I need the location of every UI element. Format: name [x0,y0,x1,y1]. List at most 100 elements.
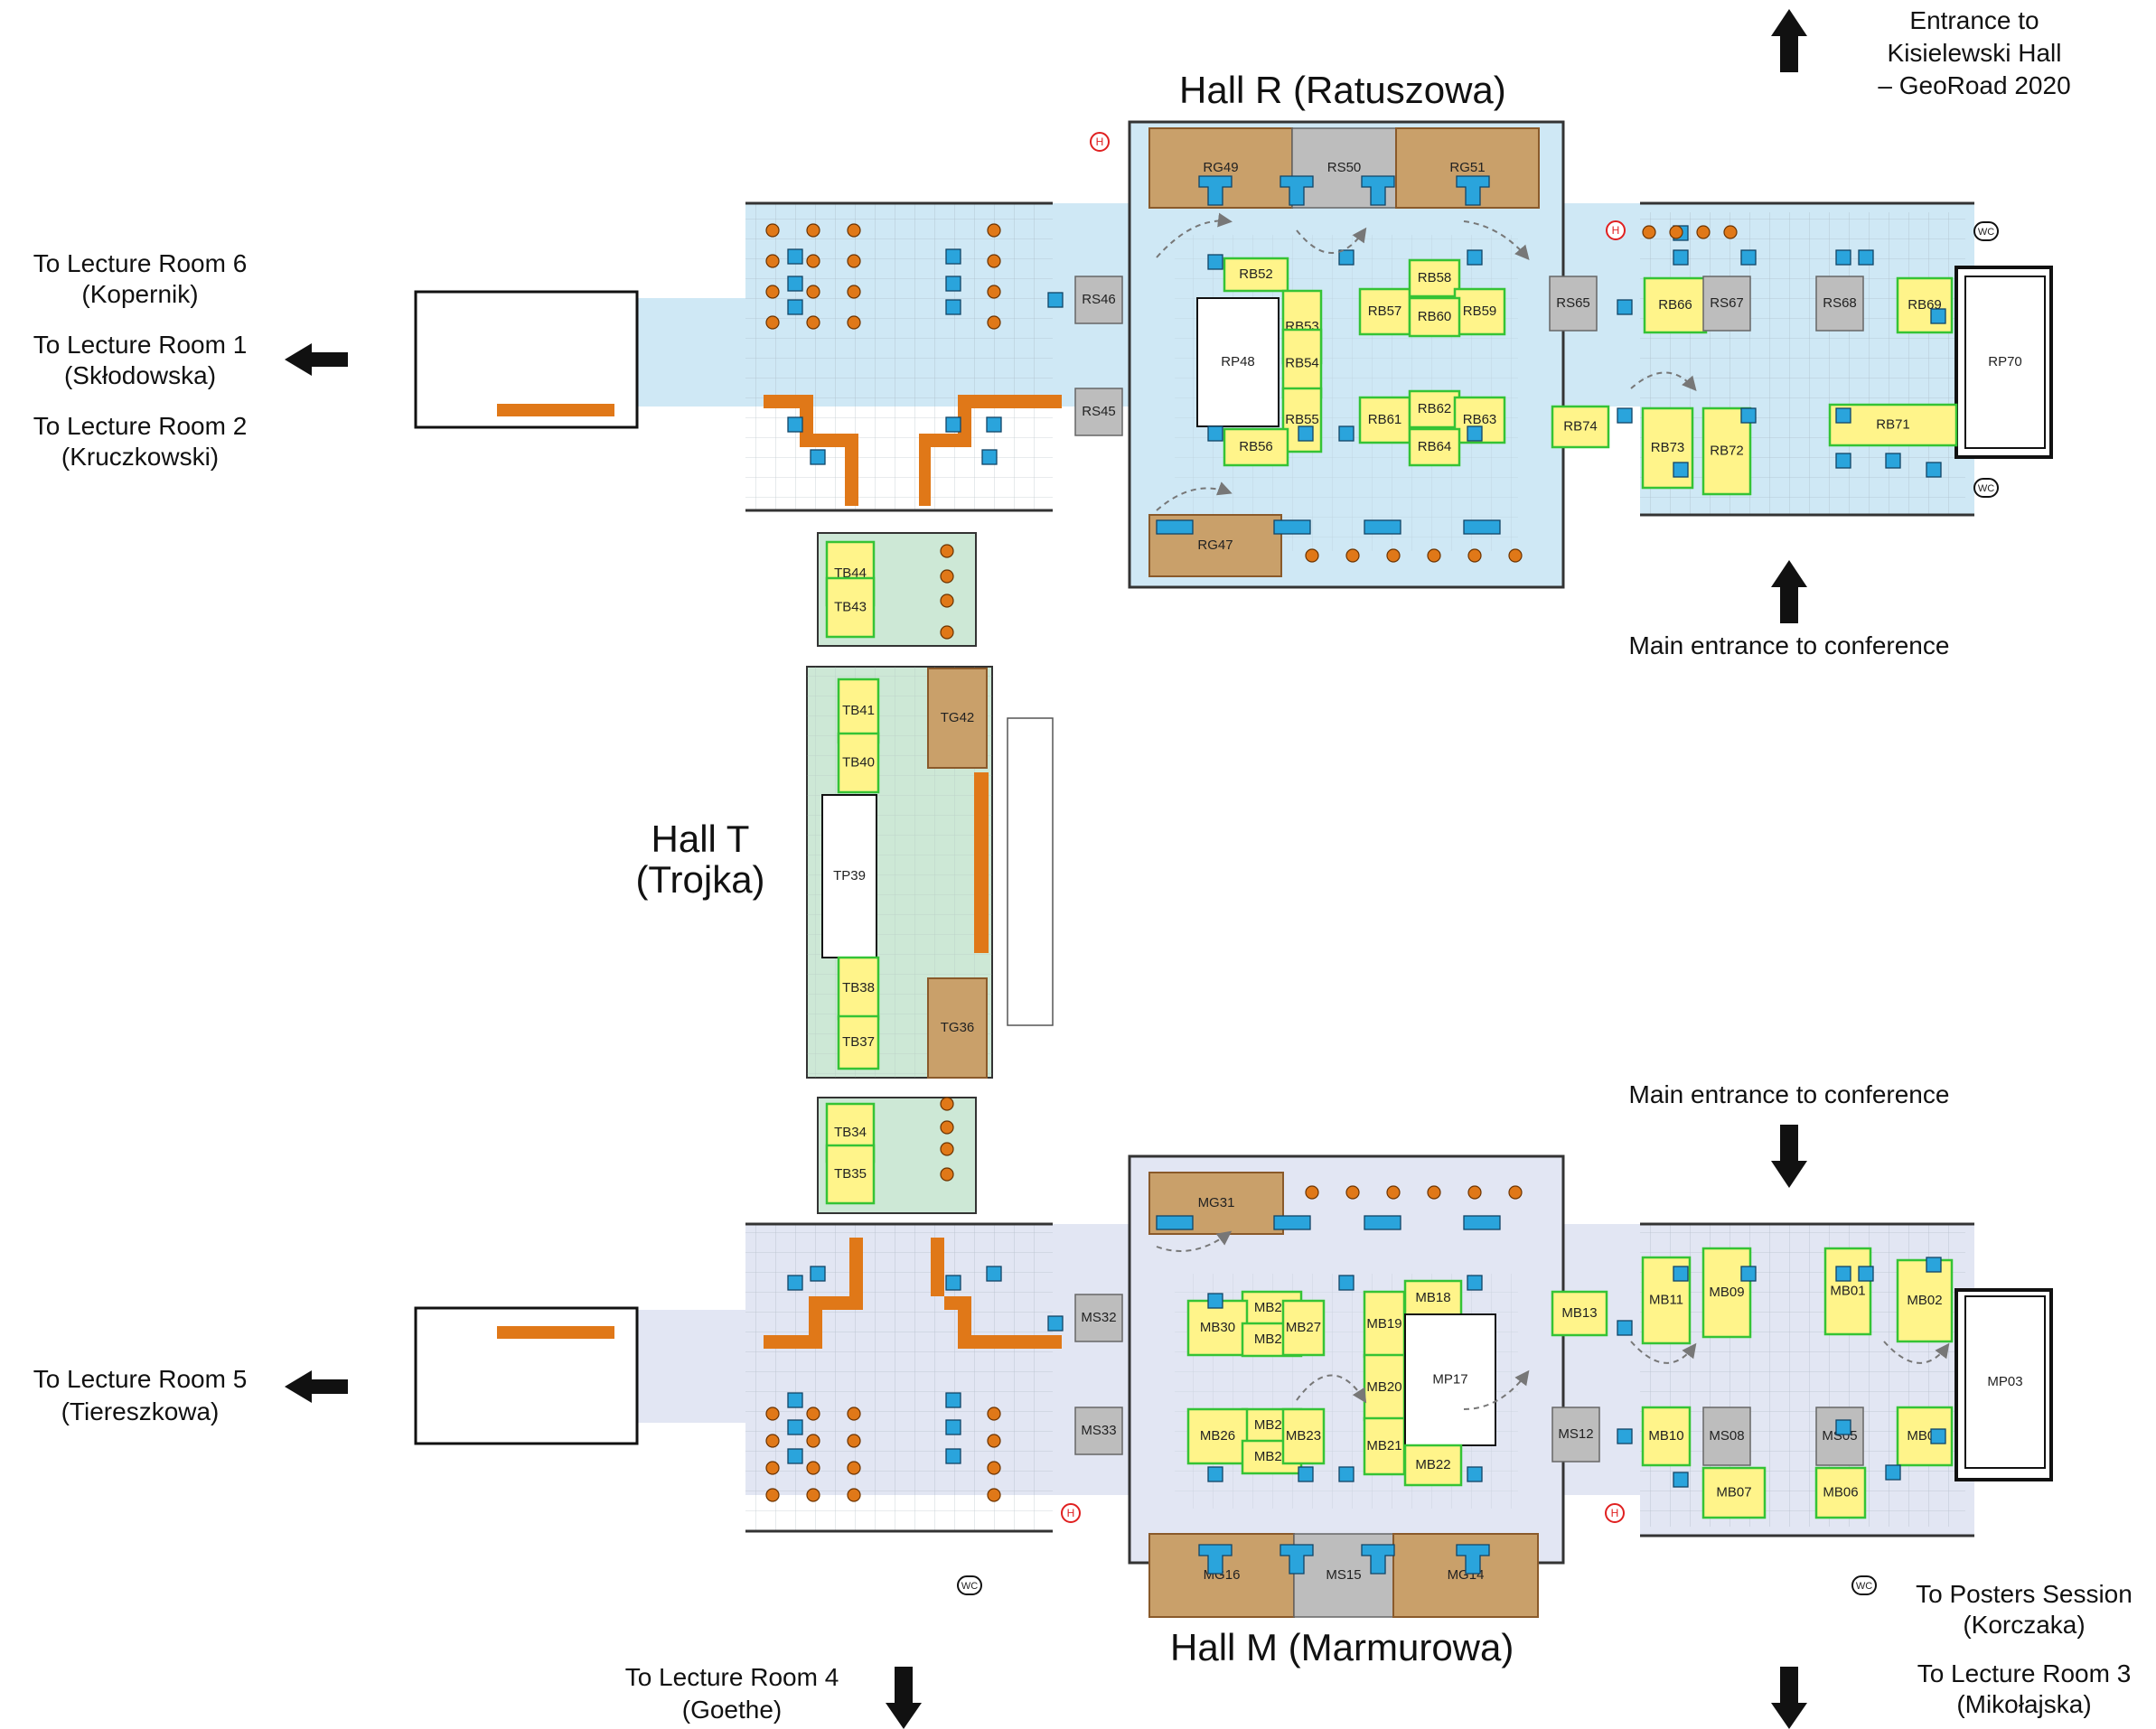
booth-mb22-box [1403,1444,1463,1487]
booth-mb30-label: MB30 [1200,1320,1235,1335]
booth-tb40[interactable]: TB40 [837,732,880,794]
booth-mb23[interactable]: MB23 [1281,1407,1326,1465]
booth-tb43[interactable]: TB43 [825,576,876,639]
booth-mp17-label: MP17 [1432,1371,1467,1387]
booth-rb62[interactable]: RB62 [1408,389,1461,429]
booth-mb09[interactable]: MB09 [1701,1247,1752,1339]
booth-rb55[interactable]: RB55 [1281,387,1323,453]
booth-mb09-box [1701,1247,1752,1339]
booth-mb06[interactable]: MB06 [1814,1466,1867,1519]
booth-rb52[interactable]: RB52 [1223,257,1289,293]
booth-tb40-label: TB40 [842,754,875,770]
pillar-marker [1508,548,1523,563]
pillar-marker [940,1142,954,1156]
booth-rb73[interactable]: RB73 [1641,407,1694,490]
booth-mb20[interactable]: MB20 [1363,1353,1406,1422]
booth-mb21-box [1363,1416,1406,1476]
pillar-marker [765,285,780,299]
booth-tg42[interactable]: TG42 [927,668,988,769]
table-marker [1740,249,1757,266]
booth-mb07-label: MB07 [1716,1484,1751,1500]
booth-mb01[interactable]: MB01 [1823,1247,1872,1336]
booth-rs45[interactable]: RS45 [1074,388,1123,436]
booth-rs68[interactable]: RS68 [1815,276,1864,332]
booth-rs46[interactable]: RS46 [1074,276,1123,324]
booth-mb19[interactable]: MB19 [1363,1290,1406,1359]
booth-rb58[interactable]: RB58 [1408,258,1461,298]
bar-marker [1463,519,1501,535]
arrow-up-main-entrance [1771,560,1807,623]
table-marker [945,248,961,265]
booth-rb57[interactable]: RB57 [1358,287,1411,336]
booth-tg36[interactable]: TG36 [927,977,988,1079]
booth-ms08[interactable]: MS08 [1702,1407,1751,1466]
booth-mb02[interactable]: MB02 [1896,1258,1954,1343]
booth-mb13[interactable]: MB13 [1551,1290,1608,1337]
booth-rb54[interactable]: RB54 [1281,328,1323,399]
booth-rb66[interactable]: RB66 [1643,276,1708,334]
booth-mb18[interactable]: MB18 [1403,1279,1463,1317]
booth-rp70[interactable]: RP70 [1964,276,2046,449]
booth-mb07[interactable]: MB07 [1701,1466,1767,1519]
booth-rb72[interactable]: RB72 [1701,407,1752,496]
table-marker [1047,1315,1064,1332]
booth-mb10-box [1641,1406,1692,1467]
booth-mp17-box [1404,1313,1496,1446]
booth-tb35[interactable]: TB35 [825,1144,876,1205]
booth-rb56[interactable]: RB56 [1223,427,1289,467]
booth-mb22[interactable]: MB22 [1403,1444,1463,1487]
booth-ms05[interactable]: MS05 [1815,1407,1864,1466]
booth-rb54-label: RB54 [1285,355,1319,370]
booth-tb38[interactable]: TB38 [837,956,880,1021]
booth-tp39[interactable]: TP39 [821,794,877,958]
booth-rb59[interactable]: RB59 [1453,287,1506,336]
booth-mb26[interactable]: MB26 [1186,1407,1249,1465]
booth-rb74[interactable]: RB74 [1551,405,1610,449]
table-marker [1207,254,1223,270]
pillar-marker [940,544,954,558]
svg-text:H: H [1067,1507,1075,1519]
booth-mg16[interactable]: MG16 [1148,1533,1295,1618]
booth-ms12[interactable]: MS12 [1551,1407,1600,1463]
svg-text:WC: WC [1978,227,1994,238]
booth-ms32-box [1074,1294,1123,1342]
booth-rp48[interactable]: RP48 [1196,297,1280,427]
booth-tb37[interactable]: TB37 [837,1014,880,1070]
booth-rb69[interactable]: RB69 [1896,276,1954,334]
booth-rb64[interactable]: RB64 [1408,427,1461,467]
booth-mp17[interactable]: MP17 [1404,1313,1496,1446]
booth-rb60[interactable]: RB60 [1408,296,1461,338]
table-marker [1617,407,1633,424]
pillar-marker [1642,225,1656,239]
label-sklodowska: (Skłodowska) [63,361,217,389]
pillar-marker [765,223,780,238]
table-marker [1885,453,1901,469]
booth-rs50-label: RS50 [1327,160,1362,175]
booth-mb27[interactable]: MB27 [1281,1299,1326,1357]
booth-rs46-box [1074,276,1123,324]
table-marker [787,416,803,433]
booth-rp70-box [1964,276,2046,449]
booth-mp03[interactable]: MP03 [1964,1295,2046,1469]
booth-mb21[interactable]: MB21 [1363,1416,1406,1476]
booth-mp03-box [1964,1295,2046,1469]
pillar-layer [765,223,1738,1502]
booth-rg49-label: RG49 [1203,160,1238,175]
booth-rs67[interactable]: RS67 [1702,276,1751,332]
pillar-marker [806,285,820,299]
wc-icon: WC [957,1575,982,1595]
pillar-marker [987,254,1001,268]
booth-rs65[interactable]: RS65 [1549,276,1598,332]
booth-mb25-label: MB25 [1254,1417,1289,1433]
pillar-marker [940,569,954,584]
booth-mb11[interactable]: MB11 [1641,1256,1692,1345]
booth-rb61[interactable]: RB61 [1358,396,1411,444]
booth-mb30[interactable]: MB30 [1186,1299,1249,1357]
table-marker [1930,1428,1946,1444]
booth-ms33[interactable]: MS33 [1074,1407,1123,1455]
booth-ms32[interactable]: MS32 [1074,1294,1123,1342]
booth-mb10[interactable]: MB10 [1641,1406,1692,1467]
table-marker [945,299,961,315]
pillar-marker [1305,548,1319,563]
pillar-marker [765,315,780,330]
